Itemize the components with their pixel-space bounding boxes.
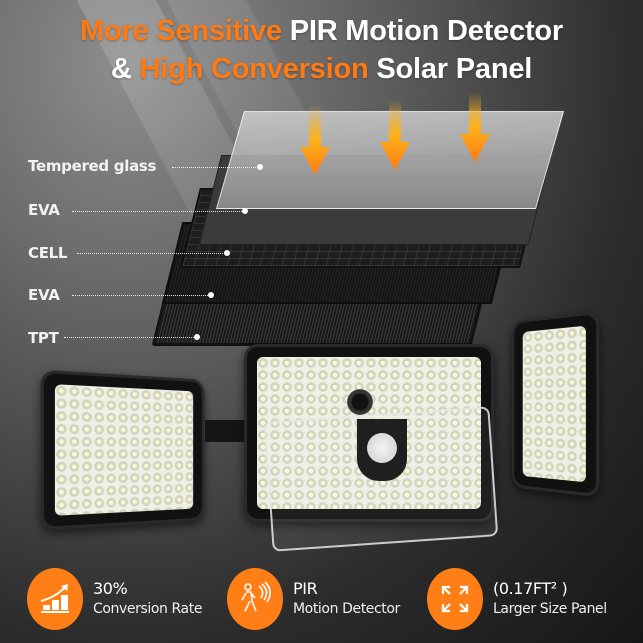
feature-pir-motion: PIR Motion Detector — [227, 566, 400, 632]
leader-line — [77, 253, 227, 254]
leader-line — [172, 167, 260, 168]
left-light-head — [41, 370, 205, 531]
sunlight-arrow-icon — [380, 100, 410, 170]
feature-subtitle: Motion Detector — [293, 599, 400, 619]
headline-text: & — [111, 53, 140, 85]
feature-larger-panel: (0.17FT² ) Larger Size Panel — [427, 566, 607, 632]
feature-row: 30% Conversion Rate PIR Motion Detector — [0, 566, 643, 632]
transparent-cover — [264, 406, 499, 551]
leader-dot — [242, 208, 248, 214]
layer-label-eva: EVA — [28, 201, 60, 219]
headline: More Sensitive PIR Motion Detector & Hig… — [0, 12, 643, 88]
headline-highlight: More Sensitive — [80, 15, 290, 47]
leader-dot — [194, 334, 200, 340]
layer-label-tempered-glass: Tempered glass — [28, 157, 156, 175]
headline-text: Solar Panel — [376, 53, 532, 85]
layer-label-tpt: TPT — [28, 329, 59, 347]
layer-label-cell: CELL — [28, 244, 67, 262]
leader-line — [64, 337, 198, 338]
headline-line-2: & High Conversion Solar Panel — [0, 50, 643, 88]
layer-label-eva: EVA — [28, 286, 60, 304]
headline-highlight: High Conversion — [139, 53, 376, 85]
right-light-head — [512, 311, 599, 498]
leader-dot — [224, 250, 230, 256]
headline-line-1: More Sensitive PIR Motion Detector — [0, 12, 643, 50]
feature-title: (0.17FT² ) — [493, 579, 607, 599]
led-array — [523, 326, 586, 483]
headline-text: PIR Motion Detector — [290, 15, 563, 47]
light-sensor-icon — [347, 389, 373, 415]
led-array — [55, 384, 193, 516]
growth-chart-icon — [27, 568, 83, 630]
leader-dot — [257, 164, 263, 170]
feature-title: 30% — [93, 579, 202, 599]
leader-dot — [208, 292, 214, 298]
motion-walking-person-icon — [227, 568, 283, 630]
feature-conversion-rate: 30% Conversion Rate — [27, 566, 202, 632]
sunlight-arrow-icon — [460, 92, 490, 162]
feature-title: PIR — [293, 579, 400, 599]
leader-line — [72, 211, 244, 212]
expand-arrows-icon — [427, 568, 483, 630]
feature-subtitle: Conversion Rate — [93, 599, 202, 619]
leader-line — [72, 295, 210, 296]
feature-subtitle: Larger Size Panel — [493, 599, 607, 619]
